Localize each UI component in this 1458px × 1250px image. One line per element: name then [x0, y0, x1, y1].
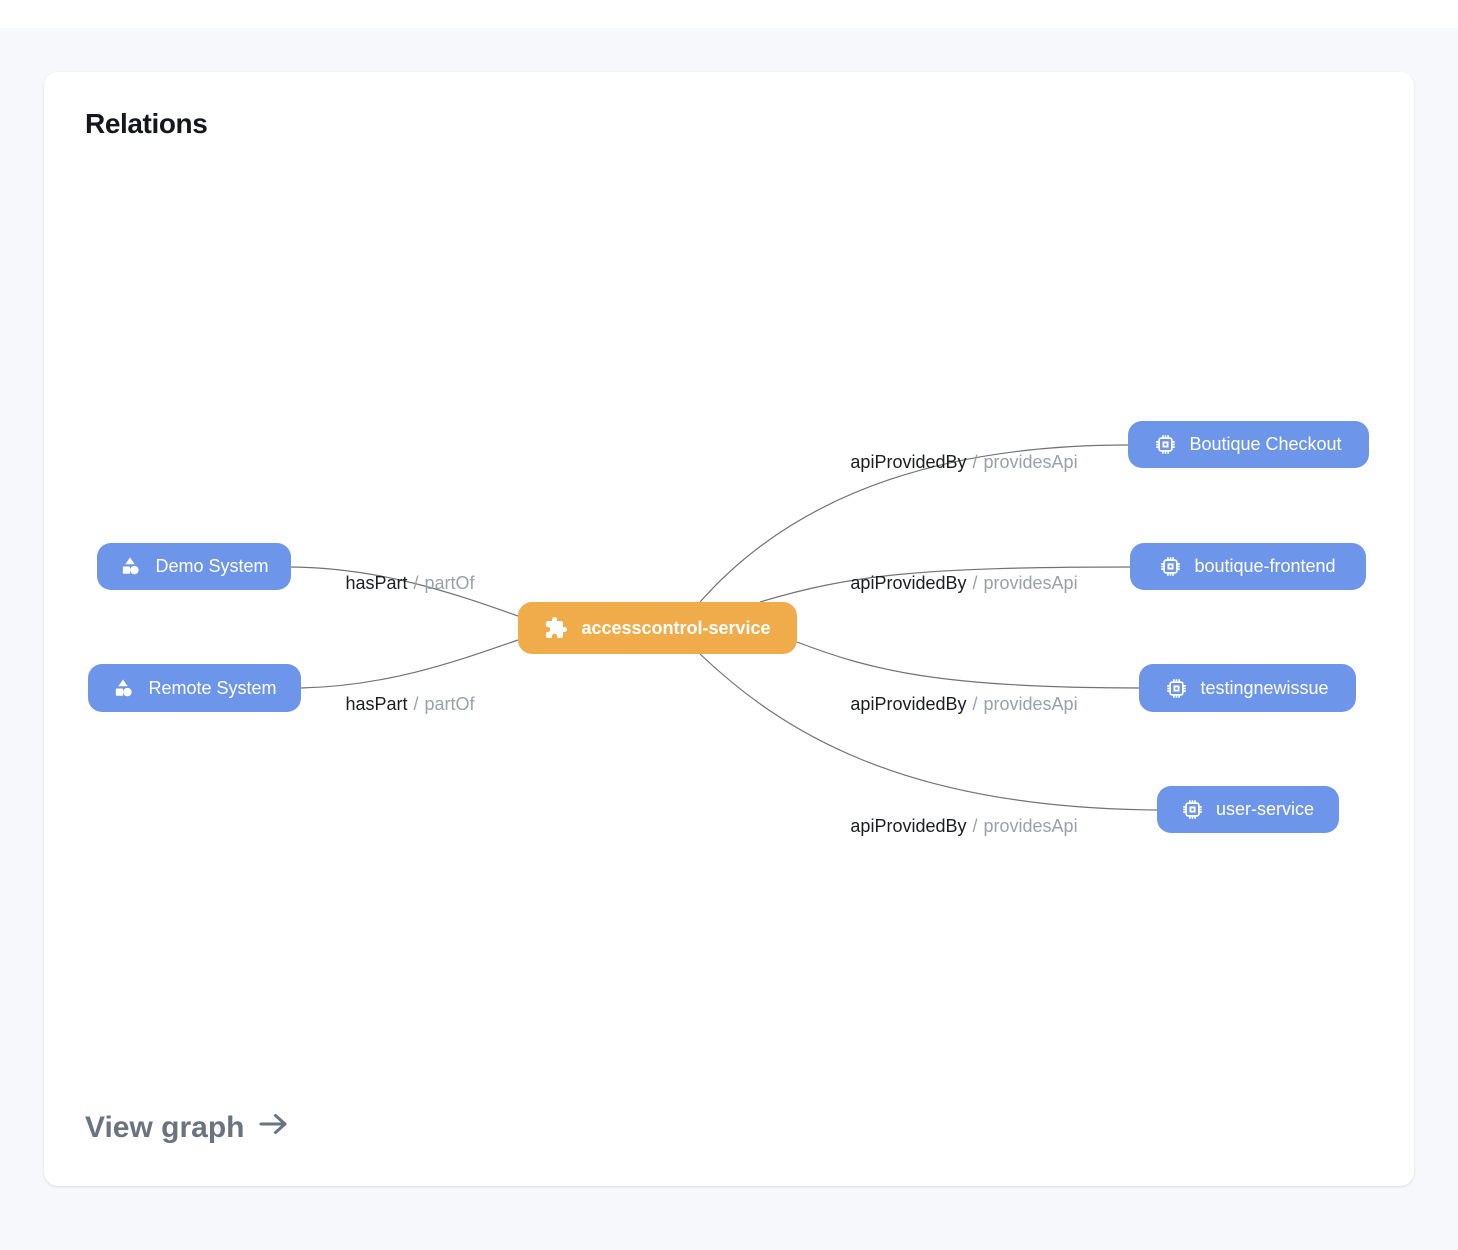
edge-label-haspart-demo: hasPart / partOf	[345, 572, 475, 593]
node-label: accesscontrol-service	[581, 617, 771, 638]
relations-graph: hasPart / partOf hasPart / partOf apiPro…	[44, 72, 1414, 1186]
edge-label-api-boutique-frontend: apiProvidedBy / providesApi	[850, 572, 1078, 593]
edges-layer	[290, 444, 1158, 811]
edge-center-to-testingnewissue	[796, 641, 1140, 689]
edge-label-api-boutique-checkout: apiProvidedBy / providesApi	[850, 451, 1078, 472]
view-graph-link[interactable]: View graph	[85, 1110, 290, 1146]
top-strip	[0, 0, 1458, 28]
node-label: Demo System	[155, 556, 269, 576]
node-boutique-frontend[interactable]: boutique-frontend	[1130, 543, 1366, 590]
arrow-right-icon	[257, 1110, 290, 1146]
edge-label-api-user-service: apiProvidedBy / providesApi	[850, 815, 1078, 836]
node-boutique-checkout[interactable]: Boutique Checkout	[1128, 421, 1369, 468]
node-remote-system[interactable]: Remote System	[88, 664, 301, 712]
node-label: Remote System	[148, 677, 277, 698]
node-accesscontrol-service[interactable]: accesscontrol-service	[518, 602, 797, 654]
puzzle-icon	[544, 616, 568, 640]
edge-demo-system-to-center	[290, 566, 519, 617]
edge-center-to-user-service	[699, 653, 1158, 811]
view-graph-label: View graph	[85, 1111, 245, 1144]
cpu-icon	[1155, 434, 1176, 455]
edge-label-haspart-remote: hasPart / partOf	[345, 693, 475, 714]
node-testingnewissue[interactable]: testingnewissue	[1139, 664, 1356, 712]
edge-center-to-boutique-checkout	[699, 444, 1129, 603]
edge-label-api-testingnewissue: apiProvidedBy / providesApi	[850, 693, 1078, 714]
node-label: Boutique Checkout	[1189, 434, 1342, 454]
node-label: boutique-frontend	[1194, 556, 1336, 576]
cpu-icon	[1182, 799, 1203, 820]
shapes-icon	[112, 677, 135, 700]
edge-remote-system-to-center	[300, 639, 519, 689]
relations-card: Relations hasPart / partOf hasPart / par…	[44, 72, 1414, 1186]
node-label: testingnewissue	[1200, 677, 1329, 698]
node-demo-system[interactable]: Demo System	[97, 543, 291, 590]
shapes-icon	[119, 555, 142, 578]
cpu-icon	[1166, 678, 1187, 699]
card-title: Relations	[85, 108, 208, 139]
node-label: user-service	[1215, 799, 1315, 819]
cpu-icon	[1160, 556, 1181, 577]
edge-center-to-boutique-frontend	[759, 566, 1131, 603]
node-user-service[interactable]: user-service	[1157, 786, 1339, 833]
